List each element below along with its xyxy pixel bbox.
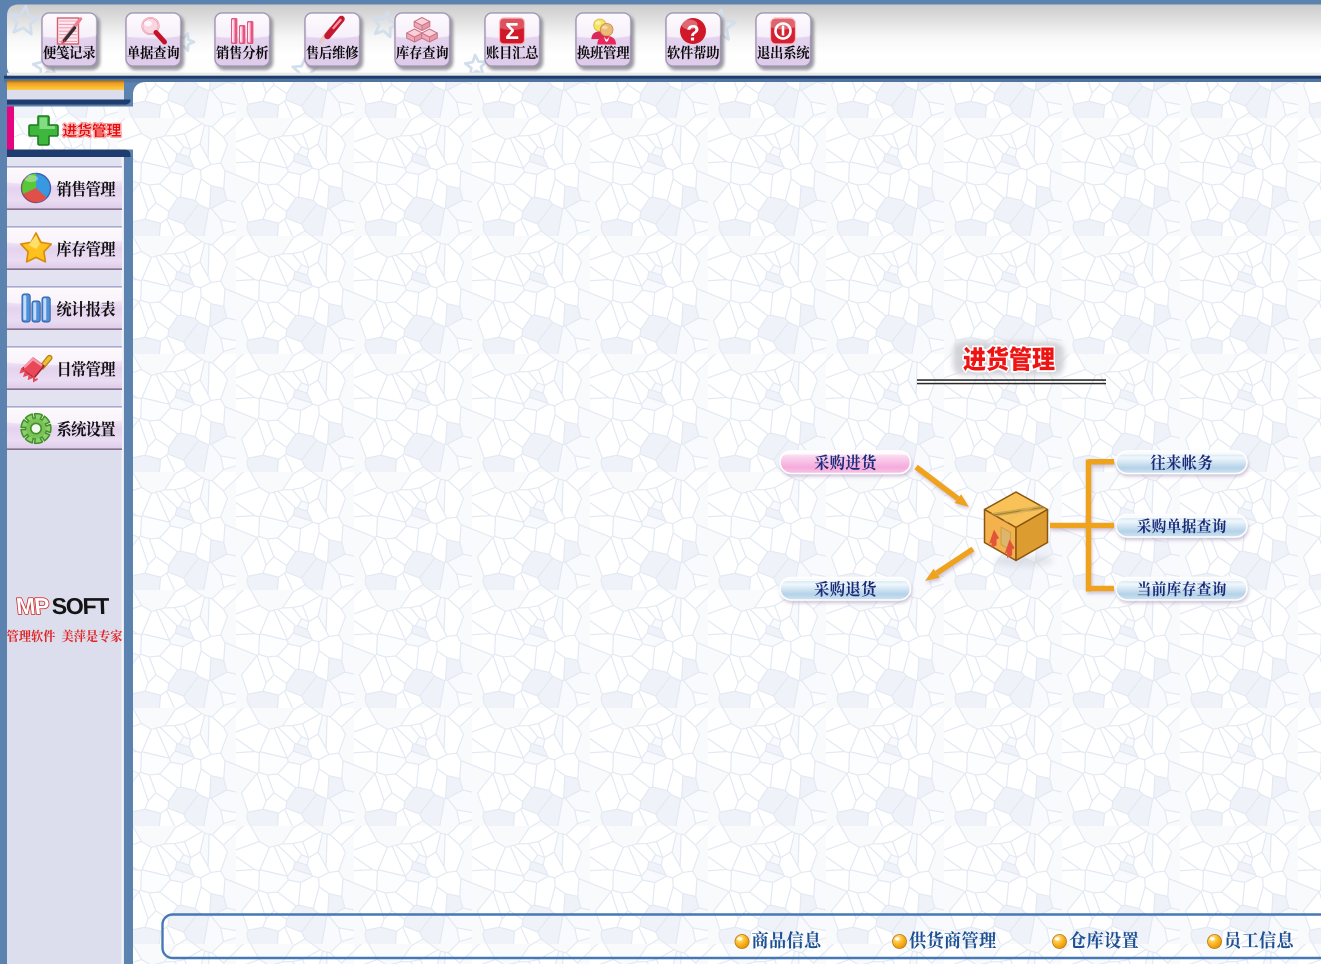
svg-text:Σ: Σ bbox=[505, 18, 519, 44]
svg-text:?: ? bbox=[686, 21, 699, 46]
